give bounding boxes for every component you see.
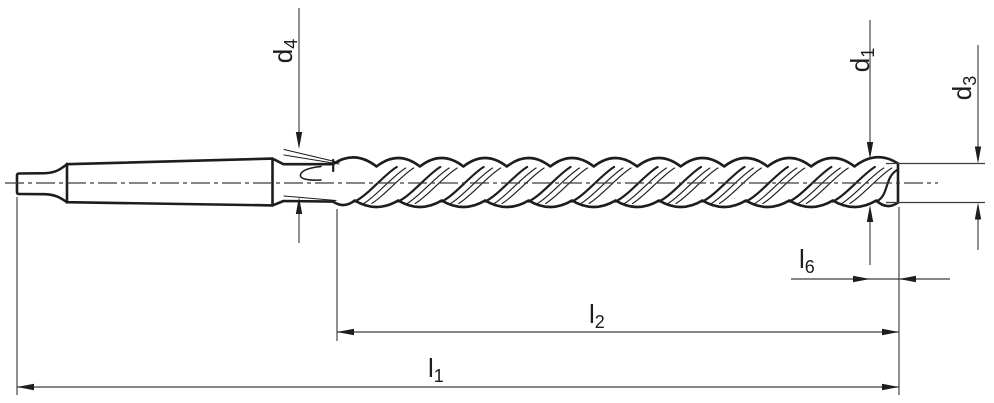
l2-arrowhead-left-icon [337, 328, 354, 336]
neck-bottom-profile [271, 199, 335, 207]
d3-arrowhead-up-icon [974, 202, 982, 220]
d4-arrowhead-down-icon [295, 132, 303, 149]
d1-label: d1 [845, 48, 878, 72]
d4-label: d4 [268, 39, 301, 63]
l1-label: l1 [428, 353, 444, 386]
l6-label: l6 [799, 244, 815, 277]
extension-lines [16, 162, 985, 395]
l2-label: l2 [589, 299, 605, 332]
flute-runout-top-lines [283, 148, 340, 165]
l1-arrowhead-left-icon [17, 383, 34, 391]
l6-arrowhead-right-icon [853, 275, 870, 283]
dimension-l6: l6 [791, 244, 950, 283]
l2-arrowhead-right-icon [882, 328, 899, 336]
flute-helix-thin-lines [363, 167, 893, 205]
d1-arrowhead-up-icon [866, 205, 874, 222]
tool-body [15, 148, 900, 209]
d1-arrowhead-down-icon [866, 142, 874, 159]
dimension-l1: l1 [17, 353, 899, 391]
l6-arrowhead-left-icon [899, 275, 916, 283]
l1-arrowhead-right-icon [882, 383, 899, 391]
flute-helix-lines [353, 165, 899, 203]
dimension-d4: d4 [268, 8, 303, 243]
dimension-l2: l2 [337, 299, 899, 336]
flute-runout-bottom-line [283, 195, 337, 202]
dimension-d3: d3 [947, 45, 982, 250]
shank-outline [15, 157, 274, 207]
d3-label: d3 [947, 76, 980, 100]
d4-arrowhead-up-icon [295, 197, 303, 214]
flute-spirals [353, 165, 899, 205]
neck-top-profile [271, 157, 335, 166]
dimension-d1: d1 [845, 20, 878, 265]
flute-top-envelope [331, 155, 900, 168]
flute-runout-curl [299, 165, 322, 181]
d3-arrowhead-down-icon [974, 146, 982, 164]
